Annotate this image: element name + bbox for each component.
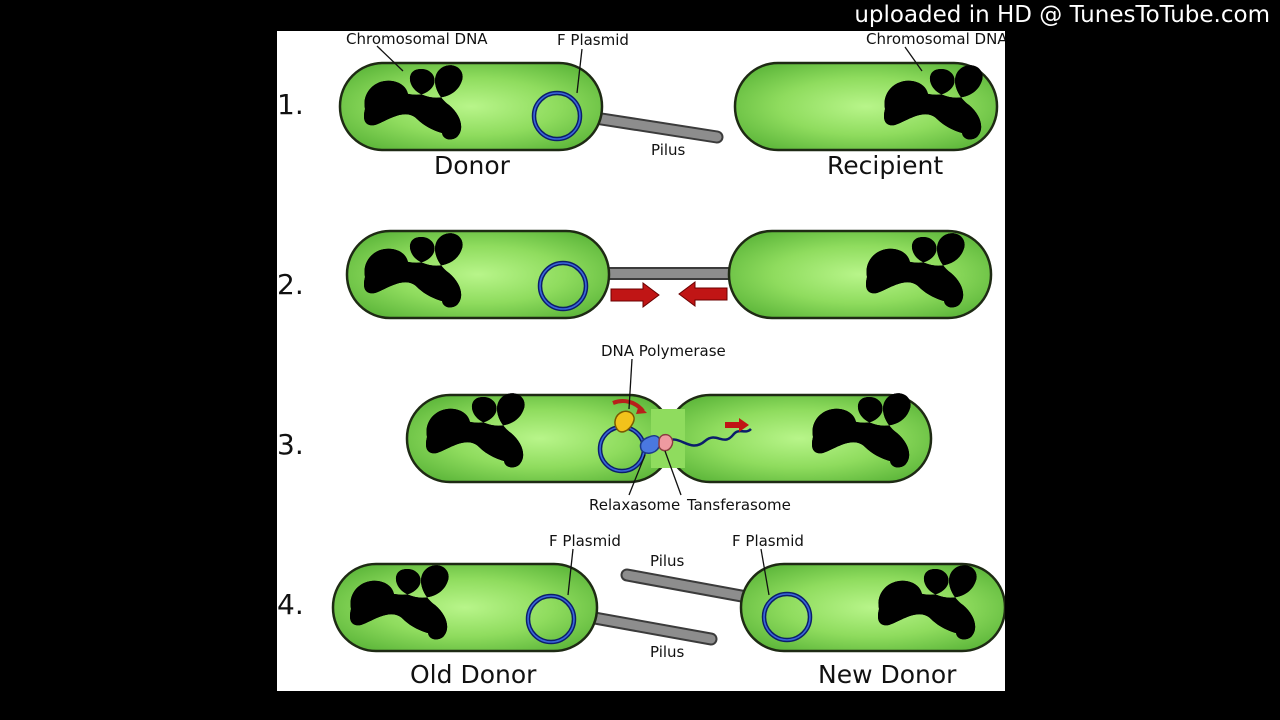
step-4-number: 4. — [277, 588, 304, 621]
dna-polymerase-label: DNA Polymerase — [601, 342, 726, 360]
pilus-label: Pilus — [651, 141, 686, 159]
transfer-arrow-icon — [725, 418, 749, 432]
step-4: 4. F Plasmid F Plasmid Pilus Pilus Old D… — [277, 532, 1005, 689]
step-3: 3. DNA Polymerase Relaxasome Tansferasom… — [277, 342, 933, 514]
step-3-number: 3. — [277, 428, 304, 461]
chromosomal-dna-label: Chromosomal DNA — [866, 31, 1005, 48]
step-2: 2. — [277, 229, 993, 320]
arrow-left-icon — [678, 281, 728, 307]
transferasome-label: Tansferasome — [686, 496, 791, 514]
pilus-label: Pilus — [650, 552, 685, 570]
transferred-dna-strand — [664, 428, 752, 447]
donor-label: Donor — [434, 151, 511, 180]
relaxasome-label: Relaxasome — [589, 496, 680, 514]
relaxasome — [639, 435, 661, 454]
diagram-panel: 1. Chromosomal DNA F Plasmid Chromosomal… — [277, 31, 1005, 691]
old-donor-label: Old Donor — [410, 660, 537, 689]
step-2-number: 2. — [277, 268, 304, 301]
step-1-number: 1. — [277, 88, 304, 121]
f-plasmid-label: F Plasmid — [549, 532, 621, 550]
step-1: 1. Chromosomal DNA F Plasmid Chromosomal… — [277, 31, 1005, 180]
dna-polymerase — [614, 410, 635, 433]
conjugation-diagram: 1. Chromosomal DNA F Plasmid Chromosomal… — [277, 31, 1005, 689]
f-plasmid-label: F Plasmid — [732, 532, 804, 550]
chromosomal-dna-label: Chromosomal DNA — [346, 31, 488, 48]
f-plasmid-label: F Plasmid — [557, 31, 629, 49]
watermark-text: uploaded in HD @ TunesToTube.com — [854, 2, 1270, 28]
transferasome — [658, 433, 674, 452]
recipient-label: Recipient — [827, 151, 943, 180]
pilus-label: Pilus — [650, 643, 685, 661]
arrow-right-icon — [610, 282, 660, 308]
new-donor-label: New Donor — [818, 660, 957, 689]
